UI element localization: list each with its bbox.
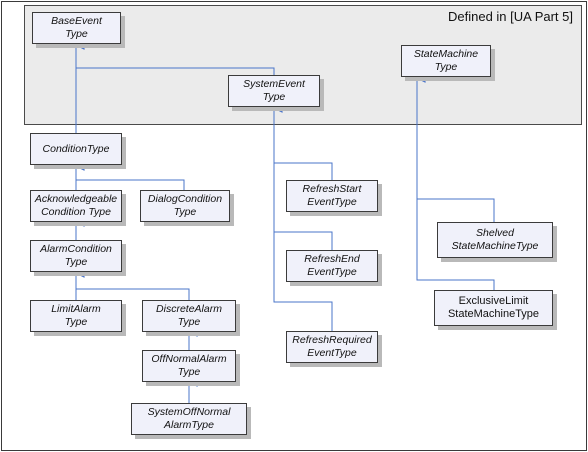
limitalarm-type-node: LimitAlarm Type	[30, 300, 122, 332]
alarmcondition-type-node: AlarmCondition Type	[30, 240, 122, 272]
limitalarm-type-line1: LimitAlarm	[51, 303, 101, 315]
acknowledgeable-condition-type-node: Acknowledgeable Condition Type	[30, 190, 122, 222]
offnormalalarm-type-line1: OffNormalAlarm	[151, 353, 227, 365]
statemachine-type-line2: Type	[434, 61, 458, 73]
discretealarm-type-line2: Type	[177, 316, 201, 328]
baseevent-type-node: BaseEvent Type	[32, 12, 121, 44]
refreshend-line2: EventType	[307, 266, 357, 278]
discretealarm-type-line1: DiscreteAlarm	[156, 303, 222, 315]
offnormalalarm-type-node: OffNormalAlarm Type	[142, 350, 236, 382]
dialog-type-line1: DialogCondition	[147, 193, 223, 205]
systemoffnormal-type-line2: AlarmType	[164, 419, 214, 431]
discretealarm-type-node: DiscreteAlarm Type	[142, 300, 236, 332]
acknowledgeable-type-line2: Condition Type	[41, 206, 111, 218]
shelved-line1: Shelved	[476, 227, 514, 239]
part5-region-label: Defined in [UA Part 5]	[447, 9, 573, 24]
shelved-line2: StateMachineType	[451, 240, 539, 252]
refreshrequired-line2: EventType	[307, 347, 357, 359]
exclusivelimit-line1: ExclusiveLimit	[458, 295, 529, 307]
limitalarm-type-line2: Type	[64, 316, 88, 328]
acknowledgeable-type-line1: Acknowledgeable	[34, 193, 118, 205]
baseevent-type-line1: BaseEvent	[51, 15, 102, 27]
refreshstart-eventtype-node: RefreshStart EventType	[286, 180, 378, 212]
systemevent-type-line1: SystemEvent	[243, 78, 305, 90]
systemevent-type-node: SystemEvent Type	[228, 75, 320, 107]
exclusivelimit-statemachinetype-node: ExclusiveLimit StateMachineType	[434, 290, 553, 326]
dialog-type-line2: Type	[173, 206, 197, 218]
baseevent-type-line2: Type	[65, 28, 88, 40]
offnormalalarm-type-line2: Type	[177, 366, 201, 378]
statemachine-type-node: StateMachine Type	[401, 45, 491, 77]
refreshstart-line2: EventType	[307, 196, 357, 208]
systemoffnormal-type-line1: SystemOffNormal	[147, 406, 231, 418]
dialogcondition-type-node: DialogCondition Type	[140, 190, 230, 222]
refreshend-eventtype-node: RefreshEnd EventType	[286, 250, 378, 282]
shelved-statemachinetype-node: Shelved StateMachineType	[437, 222, 553, 258]
alarm-type-line1: AlarmCondition	[40, 243, 112, 255]
refreshend-line1: RefreshEnd	[304, 253, 360, 265]
alarm-type-line2: Type	[64, 256, 88, 268]
refreshrequired-eventtype-node: RefreshRequired EventType	[286, 331, 378, 363]
systemoffnormalalarm-type-node: SystemOffNormal AlarmType	[131, 403, 247, 435]
condition-type-node: ConditionType	[30, 133, 122, 165]
exclusivelimit-line2: StateMachineType	[447, 308, 540, 320]
condition-type-line1: ConditionType	[42, 142, 110, 155]
refreshstart-line1: RefreshStart	[302, 183, 362, 195]
statemachine-type-line1: StateMachine	[413, 48, 479, 60]
systemevent-type-line2: Type	[262, 91, 286, 103]
refreshrequired-line1: RefreshRequired	[292, 334, 372, 346]
